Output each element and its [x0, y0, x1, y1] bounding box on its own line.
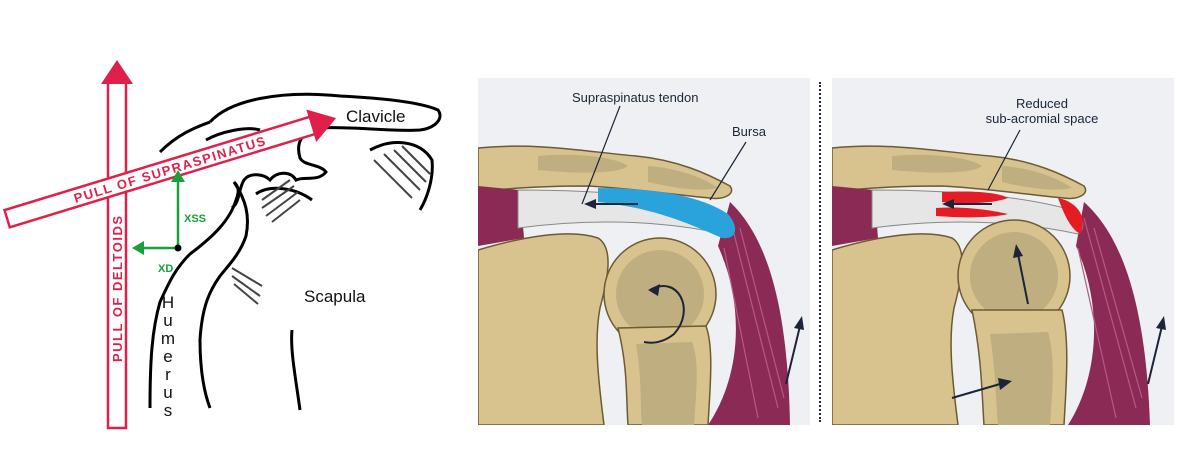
impingement-illustration: Reduced sub-acromial space [832, 78, 1174, 425]
svg-text:s: s [164, 401, 173, 420]
scapula-label: Scapula [304, 287, 366, 306]
clavicle-outline [208, 92, 442, 210]
impingement-svg: Reduced sub-acromial space [832, 96, 1166, 425]
muscle-striations [723, 217, 785, 419]
deltoid-muscle [708, 202, 790, 425]
scapula-hatching [231, 145, 431, 305]
xd-label: XD [158, 263, 173, 275]
reduced-space-label-line1: Reduced [1016, 96, 1068, 111]
humerus-right-outline [198, 181, 249, 409]
xss-label: XSS [184, 213, 206, 225]
svg-text:u: u [163, 383, 172, 402]
rotation-arrow [643, 285, 685, 344]
normal-shoulder-svg: Supraspinatus tendon Bursa [478, 90, 804, 425]
svg-text:e: e [163, 347, 172, 366]
shoulder-force-svg: PULL OF SUPRASPINATUS PULL OF DELTOIDS X… [2, 60, 442, 430]
left-muscle [832, 186, 878, 246]
svg-text:H: H [162, 293, 174, 312]
humerus-outline [148, 180, 240, 409]
svg-text:m: m [161, 329, 175, 348]
muscle-striations [1077, 217, 1143, 419]
inflamed-tendon [936, 207, 1008, 218]
deltoid-pull-arrow [951, 383, 1001, 399]
superior-migration-arrow [1017, 253, 1029, 305]
force-component-vectors [132, 170, 185, 255]
reduced-space-label-line2: sub-acromial space [986, 111, 1099, 126]
scapula-shape [832, 233, 963, 425]
inflamed-bursa [1058, 198, 1083, 234]
inflamed-tendon [942, 191, 1008, 204]
supraspinatus-pull-arrow: PULL OF SUPRASPINATUS [2, 109, 337, 229]
deltoid-muscle [1068, 202, 1150, 425]
svg-text:u: u [163, 311, 172, 330]
normal-shoulder-illustration: Supraspinatus tendon Bursa [478, 78, 810, 425]
scapula-outline [255, 141, 434, 411]
panel-divider [819, 82, 821, 422]
deltoid-pull-arrow [101, 60, 133, 430]
acromion-upper-line [158, 120, 261, 154]
deltoid-pull-label: PULL OF DELTOIDS [110, 214, 125, 362]
clavicle-label: Clavicle [346, 107, 406, 126]
supraspinatus-tendon-label: Supraspinatus tendon [572, 90, 698, 105]
bursa [598, 188, 736, 239]
bursa-label: Bursa [732, 124, 767, 139]
scapula-shape [478, 233, 609, 425]
muscle-contraction-arrow [785, 325, 801, 385]
left-muscle [478, 186, 524, 246]
shoulder-force-diagram: PULL OF SUPRASPINATUS PULL OF DELTOIDS X… [0, 40, 460, 440]
muscle-contraction-arrow [1147, 325, 1163, 385]
svg-text:r: r [165, 365, 171, 384]
humerus-label: H u m e r u s [161, 293, 175, 420]
